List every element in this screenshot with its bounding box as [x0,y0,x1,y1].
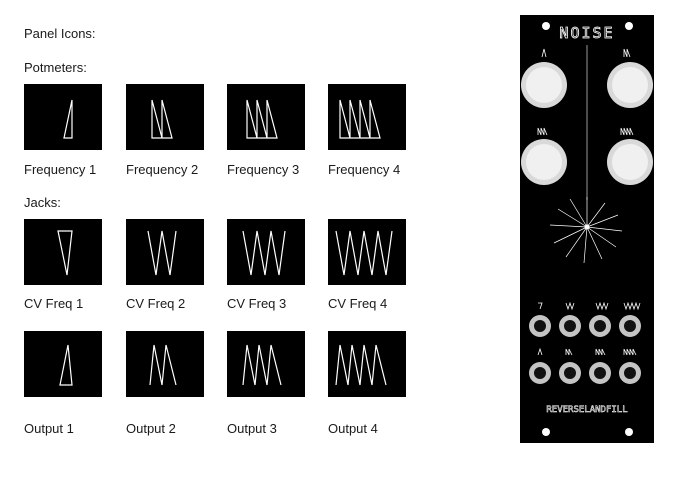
cv-freq-4-icon [328,219,406,285]
cv-freq-3-icon [227,219,305,285]
frequency-4-icon [328,84,406,150]
output-jack-4 [619,362,641,384]
output-jack-3 [589,362,611,384]
cv-jack-3-label-icon [595,301,609,311]
output-jack-4-label-icon [623,348,637,356]
cv-freq-4-label: CV Freq 4 [328,296,388,311]
frequency-1-label: Frequency 1 [24,162,97,177]
knob-3-label-icon [537,127,548,136]
cv-freq-2-label: CV Freq 2 [126,296,186,311]
output-4-icon [328,331,406,397]
cv-jack-1-label-icon [538,302,543,310]
frequency-3-knob [521,139,567,185]
cv-freq-2-icon [126,219,204,285]
cv-jack-4-label-icon [623,301,641,311]
frequency-2-knob [607,62,653,108]
cv-jack-3 [589,315,611,337]
mounting-hole-top-right [625,22,633,30]
frequency-3-icon [227,84,305,150]
frequency-4-knob [607,139,653,185]
cv-jack-4 [619,315,641,337]
module-panel: NOISE [520,15,654,443]
frequency-2-label: Frequency 2 [126,162,199,177]
cv-freq-1-icon [24,219,102,285]
mounting-hole-bottom-right [625,428,633,436]
knob-1-label-icon [541,48,547,58]
frequency-3-label: Frequency 3 [227,162,300,177]
module-title: NOISE [559,24,614,42]
output-jack-1-label-icon [537,347,543,356]
knob-2-label-icon [623,48,631,58]
jacks-heading: Jacks: [24,195,61,210]
frequency-4-label: Frequency 4 [328,162,401,177]
burst-graphic [549,197,623,264]
frequency-2-icon [126,84,204,150]
cv-jack-2 [559,315,581,337]
cv-jack-2-label-icon [565,301,575,311]
output-2-label: Output 2 [126,421,176,436]
cv-jack-1 [529,315,551,337]
output-2-icon [126,331,204,397]
output-jack-1 [529,362,551,384]
output-1-label: Output 1 [24,421,74,436]
output-4-label: Output 4 [328,421,378,436]
panel-icons-heading: Panel Icons: [24,26,96,41]
output-jack-2 [559,362,581,384]
module-brand: REVERSELANDFILL [546,405,627,415]
output-3-label: Output 3 [227,421,277,436]
mounting-hole-bottom-left [542,428,550,436]
knob-4-label-icon [620,127,634,136]
frequency-1-knob [521,62,567,108]
output-jack-3-label-icon [595,348,606,356]
potmeters-heading: Potmeters: [24,60,87,75]
cv-freq-3-label: CV Freq 3 [227,296,287,311]
mounting-hole-top-left [542,22,550,30]
frequency-1-icon [24,84,102,150]
output-jack-2-label-icon [565,348,573,356]
output-1-icon [24,331,102,397]
cv-freq-1-label: CV Freq 1 [24,296,84,311]
output-3-icon [227,331,305,397]
